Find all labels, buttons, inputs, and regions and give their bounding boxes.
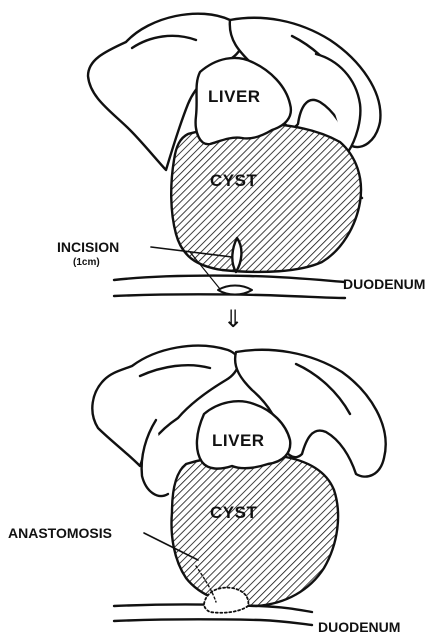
top-panel: [88, 14, 380, 298]
top-duodenum-label: DUODENUM: [343, 277, 425, 291]
incision-size-label: (1cm): [73, 258, 100, 268]
top-cyst: [171, 123, 361, 272]
top-liver-label: LIVER: [208, 88, 261, 105]
bottom-liver-label: LIVER: [212, 432, 265, 449]
bottom-cyst: [172, 454, 339, 606]
bottom-cyst-label: CYST: [210, 504, 257, 521]
top-duodenum-incision: [218, 286, 252, 295]
top-duodenum-upper: [114, 276, 345, 282]
bottom-duodenum-label: DUODENUM: [318, 620, 400, 634]
incision-label: INCISION: [57, 240, 119, 254]
transition-arrow-icon: ⇓: [223, 308, 243, 332]
bottom-panel: [92, 346, 385, 625]
bottom-duodenum-lower: [114, 619, 312, 625]
top-cyst-label: CYST: [210, 172, 257, 189]
anastomosis-label: ANASTOMOSIS: [8, 526, 112, 540]
